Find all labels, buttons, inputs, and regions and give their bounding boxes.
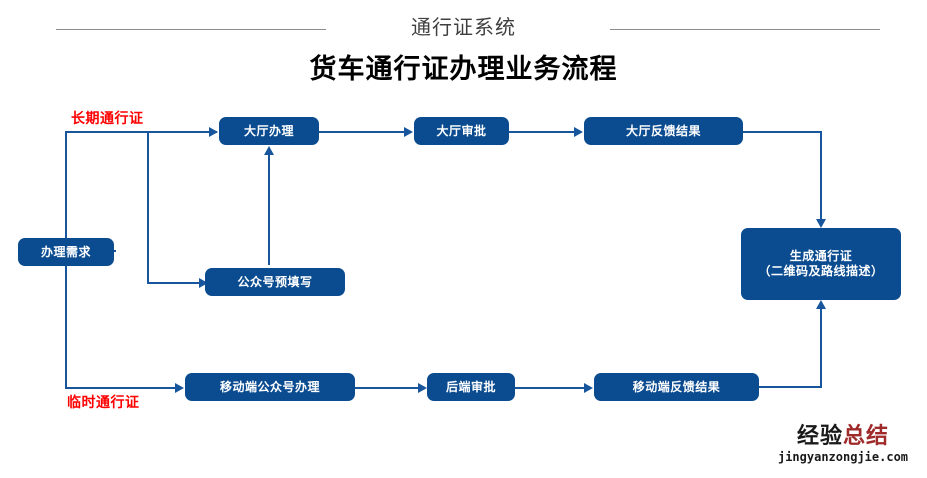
connector-branch-to-prefill-vertical bbox=[147, 131, 149, 283]
watermark-brand: 经验总结 bbox=[768, 424, 918, 450]
branch-label-temporary: 临时通行证 bbox=[67, 395, 140, 411]
watermark: 经验总结 jingyanzongjie.com bbox=[768, 424, 918, 465]
arrow-to-hall-apply bbox=[209, 127, 218, 137]
connector-temporary-bottom bbox=[65, 387, 180, 389]
arrow-hall-review-to-hall-result bbox=[574, 127, 583, 137]
node-mobile-apply[interactable]: 移动端公众号办理 bbox=[185, 373, 355, 401]
connector-hall-review-to-hall-result bbox=[508, 131, 578, 133]
arrow-into-generate-bottom bbox=[816, 300, 826, 309]
node-mobile-result[interactable]: 移动端反馈结果 bbox=[594, 373, 759, 401]
arrow-into-generate-top bbox=[816, 219, 826, 228]
node-hall-review[interactable]: 大厅审批 bbox=[414, 117, 509, 145]
connector-hall-result-to-generate-vertical bbox=[820, 131, 822, 221]
arrow-backend-to-mobile-result bbox=[584, 383, 593, 393]
header-rule-right bbox=[610, 29, 880, 30]
connector-prefill-to-hall-apply bbox=[268, 152, 270, 265]
connector-hall-apply-to-hall-review bbox=[318, 131, 408, 133]
node-start[interactable]: 办理需求 bbox=[18, 238, 114, 266]
node-hall-result[interactable]: 大厅反馈结果 bbox=[584, 117, 743, 145]
node-generate-pass-line1: 生成通行证 bbox=[789, 249, 853, 263]
connector-branch-to-prefill-horizontal bbox=[147, 282, 205, 284]
node-backend-review[interactable]: 后端审批 bbox=[427, 373, 515, 401]
arrow-to-prefill bbox=[199, 278, 208, 288]
node-generate-pass-line2: （二维码及路线描述） bbox=[758, 264, 884, 278]
node-hall-apply[interactable]: 大厅办理 bbox=[219, 117, 319, 145]
connector-mobile-apply-to-backend bbox=[354, 387, 422, 389]
node-generate-pass[interactable]: 生成通行证 （二维码及路线描述） bbox=[741, 228, 901, 300]
arrow-hall-apply-to-hall-review bbox=[404, 127, 413, 137]
arrow-to-mobile-apply bbox=[175, 383, 184, 393]
header-rule-left bbox=[56, 29, 326, 30]
header-subtitle: 通行证系统 bbox=[411, 15, 516, 39]
connector-backend-to-mobile-result bbox=[514, 387, 588, 389]
connector-hall-result-to-generate-horizontal bbox=[742, 131, 822, 133]
connector-mobile-result-to-generate-vertical bbox=[820, 307, 822, 388]
connector-long-term-top bbox=[65, 131, 217, 133]
watermark-url: jingyanzongjie.com bbox=[777, 450, 909, 464]
watermark-brand-dark: 经验 bbox=[796, 424, 843, 449]
arrow-prefill-to-hall-apply bbox=[264, 146, 274, 155]
node-prefill[interactable]: 公众号预填写 bbox=[205, 268, 345, 296]
arrow-mobile-apply-to-backend bbox=[418, 383, 427, 393]
watermark-brand-red: 总结 bbox=[843, 424, 890, 449]
connector-mobile-result-to-generate-horizontal bbox=[758, 386, 822, 388]
page-title: 货车通行证办理业务流程 bbox=[309, 54, 618, 85]
branch-label-long-term: 长期通行证 bbox=[71, 111, 144, 127]
